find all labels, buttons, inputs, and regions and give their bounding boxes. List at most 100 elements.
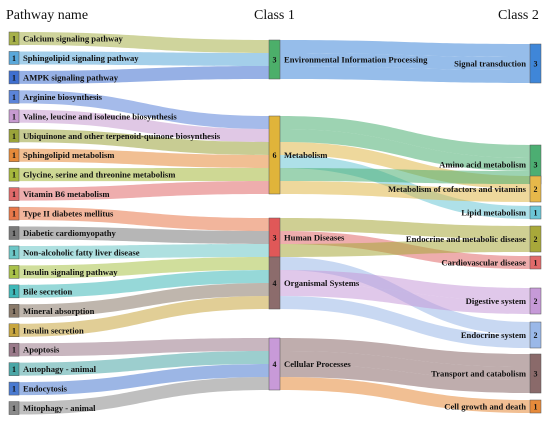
pathway-label: AMPK signaling pathway [23, 72, 119, 82]
class2-count: 2 [534, 235, 538, 244]
flow-links [19, 32, 530, 415]
pathway-node-insulin-signaling-pathway [8, 265, 20, 279]
class1-node-metabolism [268, 115, 281, 195]
flow-hum-to-endometab [280, 218, 530, 239]
flow-mineral-absorption [19, 283, 269, 318]
class1-count: 4 [273, 360, 277, 369]
pathway-count: 1 [12, 365, 16, 374]
pathway-count: 1 [12, 287, 16, 296]
class2-header: Class 2 [498, 8, 539, 23]
pathway-label: Type II diabetes mellitus [23, 209, 114, 219]
flow-met-to-amino [280, 168, 530, 184]
flow-sphingolipid-metabolism [19, 148, 269, 168]
class1-node-cellular-processes [268, 337, 281, 391]
class2-label: Endocrine and metabolic disease [406, 234, 526, 244]
class2-node-cardiovascular-disease [529, 255, 542, 270]
class2-count: 1 [534, 209, 538, 218]
pathway-node-diabetic-cardiomyopathy [8, 226, 20, 240]
class1-label: Cellular Processes [284, 359, 351, 369]
flow-cell-to-transport [280, 364, 530, 393]
pathway-label: Insulin signaling pathway [23, 267, 118, 277]
pathway-count: 1 [12, 73, 16, 82]
pathway-label: Arginine biosynthesis [23, 92, 103, 102]
flow-org-to-digestive [280, 283, 530, 314]
flow-insulin-signaling-pathway [19, 257, 269, 279]
pathway-node-valine-leucine-and-isoleucine-biosynthesis [8, 109, 20, 124]
class2-label: Amino acid metabolism [439, 160, 527, 170]
pathway-node-arginine-biosynthesis [8, 90, 20, 104]
flow-bile-secretion [19, 270, 269, 298]
flow-arginine-biosynthesis [19, 90, 269, 129]
flow-glycine-serine-and-threonine-metabolism [19, 168, 269, 182]
flow-env-to-signal [280, 40, 530, 57]
pathway-label: Insulin secretion [23, 325, 84, 335]
pathway-count: 1 [12, 93, 16, 102]
class2-count: 1 [534, 259, 538, 268]
pathway-node-mitophagy-animal [8, 401, 20, 415]
pathway-label: Autophagy - animal [23, 364, 97, 374]
flow-apoptosis [19, 338, 269, 357]
pathway-node-insulin-secretion [8, 323, 20, 337]
flow-vitamin-b6-metabolism [19, 181, 269, 201]
flow-met-to-cofactor [280, 181, 530, 202]
class2-count: 1 [534, 403, 538, 412]
flow-cell-to-transport [280, 338, 530, 367]
flow-endocytosis [19, 364, 269, 396]
pathway-node-ampk-signaling-pathway [8, 70, 20, 85]
class1-count: 3 [273, 56, 277, 65]
flow-diabetic-cardiomyopathy [19, 226, 269, 244]
flow-autophagy-animal [19, 351, 269, 376]
class1-count: 6 [273, 151, 277, 160]
class2-node-cell-growth-and-death [529, 399, 542, 414]
pathway-node-sphingolipid-signaling-pathway [8, 51, 20, 65]
flow-ubiquinone-and-other-terpenoid-quinone-biosynthesis [19, 129, 269, 155]
class2-label: Endocrine system [461, 330, 527, 340]
class2-count: 2 [534, 297, 538, 306]
class1-count: 4 [273, 279, 277, 288]
flow-met-to-amino [280, 129, 530, 171]
pathway-label: Mineral absorption [23, 306, 95, 316]
flow-calcium-signaling-pathway [19, 32, 269, 53]
flow-env-to-signal [280, 66, 530, 83]
class1-count: 3 [273, 234, 277, 243]
flow-env-to-signal [280, 53, 530, 70]
class1-label: Organismal Systems [284, 278, 360, 288]
pathway-count: 1 [12, 229, 16, 238]
pathway-count: 1 [12, 132, 16, 141]
flow-org-to-digestive [280, 270, 530, 301]
pathway-count: 1 [12, 307, 16, 316]
pathway-node-apoptosis [8, 342, 20, 357]
class1-node-organismal-systems [268, 256, 281, 310]
pathway-node-autophagy-animal [8, 362, 20, 376]
pathway-label: Apoptosis [23, 345, 60, 355]
class2-label: Metabolism of cofactors and vitamins [388, 184, 527, 194]
pathway-count: 1 [12, 346, 16, 355]
pathway-count: 1 [12, 151, 16, 160]
pathway-count: 1 [12, 190, 16, 199]
flow-valine-leucine-and-isoleucine-biosynthesis [19, 109, 269, 142]
class2-node-endocrine-system [529, 321, 542, 349]
flow-cell-to-growth [280, 377, 530, 413]
pathway-label: Ubiquinone and other terpenoid-quinone b… [23, 131, 221, 141]
flow-hum-to-endometab [280, 239, 530, 257]
class2-count: 2 [534, 185, 538, 194]
class2-label: Cardiovascular disease [441, 258, 526, 268]
class2-label: Transport and catabolism [431, 369, 527, 379]
flow-non-alcoholic-fatty-liver-disease [19, 244, 269, 259]
pathway-count: 1 [12, 210, 16, 219]
pathway-label: Endocytosis [23, 384, 68, 394]
pathway-label: Calcium signaling pathway [23, 34, 124, 44]
flow-insulin-secretion [19, 296, 269, 337]
pathway-label: Diabetic cardiomyopathy [23, 228, 117, 238]
pathway-node-ubiquinone-and-other-terpenoid-quinone-biosynthesis [8, 129, 20, 143]
class1-label: Environmental Information Processing [284, 55, 428, 65]
pathway-count: 1 [12, 171, 16, 180]
pathway-count: 1 [12, 54, 16, 63]
pathway-count: 1 [12, 35, 16, 44]
class2-node-digestive-system [529, 287, 542, 315]
pathway-node-bile-secretion [8, 284, 20, 299]
pathway-label: Sphingolipid metabolism [23, 150, 115, 160]
pathway-count: 1 [12, 404, 16, 413]
